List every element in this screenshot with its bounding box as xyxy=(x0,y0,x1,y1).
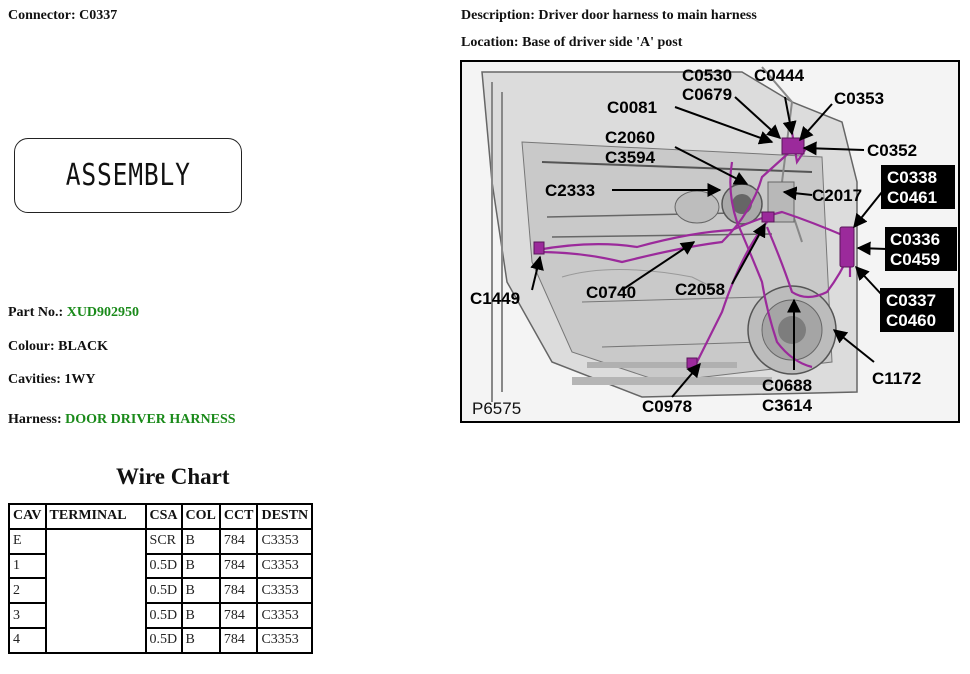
door-harness-diagram: C0530 C0679 C0444 C0353 C0081 C2060 C359… xyxy=(460,60,960,423)
cell-cav: 2 xyxy=(8,577,47,605)
cell-terminal xyxy=(44,527,147,654)
callout-c0336[interactable]: C0336 xyxy=(890,230,940,249)
callout-c2058[interactable]: C2058 xyxy=(675,280,725,299)
cavities-label: Cavities: xyxy=(8,372,61,387)
callout-c1172[interactable]: C1172 xyxy=(872,369,921,388)
cell-csa: 0.5D xyxy=(144,577,183,605)
callout-c0740[interactable]: C0740 xyxy=(586,283,636,302)
callout-c0530[interactable]: C0530 xyxy=(682,66,732,85)
cell-cav: E xyxy=(8,527,47,555)
part-no-link[interactable]: XUD902950 xyxy=(66,305,140,320)
table-row: 2 0.5D B 784 C3353 xyxy=(8,577,314,605)
callout-c0688[interactable]: C0688 xyxy=(762,376,812,395)
assembly-image-text: ASSEMBLY xyxy=(65,158,191,193)
table-row: 1 0.5D B 784 C3353 xyxy=(8,552,314,580)
harness-line: Harness: DOOR DRIVER HARNESS xyxy=(8,412,236,428)
part-no-label: Part No.: xyxy=(8,305,64,320)
location-label: Location: xyxy=(461,35,519,50)
cell-col: B xyxy=(180,552,221,580)
table-header-row: CAV TERMINAL CSA COL CCT DESTN xyxy=(8,503,314,530)
callout-c3614[interactable]: C3614 xyxy=(762,396,813,415)
connector-value: C0337 xyxy=(79,8,118,23)
harness-label: Harness: xyxy=(8,412,62,427)
cell-col: B xyxy=(180,602,221,629)
column-header-destn: DESTN xyxy=(256,503,314,530)
callout-c0353[interactable]: C0353 xyxy=(834,89,884,108)
callout-c1449[interactable]: C1449 xyxy=(470,289,520,308)
table-row: 3 0.5D B 784 C3353 xyxy=(8,602,314,629)
cell-csa: 0.5D xyxy=(144,552,183,580)
callout-c0978[interactable]: C0978 xyxy=(642,397,692,416)
column-header-cav: CAV xyxy=(8,503,47,530)
cell-cct: 784 xyxy=(218,552,259,580)
callout-c0444[interactable]: C0444 xyxy=(754,66,805,85)
cell-csa: 0.5D xyxy=(144,602,183,629)
wire-chart-title: Wire Chart xyxy=(116,464,230,489)
table-row: E SCR B 784 C3353 xyxy=(8,527,314,654)
cell-col: B xyxy=(180,577,221,605)
callout-c0459[interactable]: C0459 xyxy=(890,250,940,269)
cell-cct: 784 xyxy=(218,527,259,555)
cell-cav: 3 xyxy=(8,602,47,629)
colour-value: BLACK xyxy=(58,339,108,354)
description-line: Description: Driver door harness to main… xyxy=(461,8,757,24)
callout-box-c0337-c0460 xyxy=(880,288,954,332)
cell-cct: 784 xyxy=(218,626,259,654)
cell-destn[interactable]: C3353 xyxy=(256,602,314,629)
callout-c2333[interactable]: C2333 xyxy=(545,181,595,200)
callout-c0679[interactable]: C0679 xyxy=(682,85,732,104)
image-number: P6575 xyxy=(472,399,521,418)
cell-col: B xyxy=(180,626,221,654)
callout-box-c0338-c0461 xyxy=(881,165,955,209)
callout-c3594[interactable]: C3594 xyxy=(605,148,656,167)
table-row: 4 0.5D B 784 C3353 xyxy=(8,626,314,654)
callout-c0352[interactable]: C0352 xyxy=(867,141,917,160)
column-header-col: COL xyxy=(180,503,221,530)
callout-c0460[interactable]: C0460 xyxy=(886,311,936,330)
cell-destn[interactable]: C3353 xyxy=(256,552,314,580)
callout-c0461[interactable]: C0461 xyxy=(887,188,937,207)
cell-cct: 784 xyxy=(218,602,259,629)
column-header-cct: CCT xyxy=(218,503,259,530)
callout-c2017[interactable]: C2017 xyxy=(812,186,862,205)
cavities-line: Cavities: 1WY xyxy=(8,372,96,388)
door-panel-artwork xyxy=(481,66,858,402)
cell-cav: 1 xyxy=(8,552,47,580)
callout-box-c0336-c0459 xyxy=(885,227,957,271)
location-value: Base of driver side 'A' post xyxy=(522,35,683,50)
cell-destn[interactable]: C3353 xyxy=(256,577,314,605)
wire-chart-table: CAV TERMINAL CSA COL CCT DESTN E SCR B 7… xyxy=(8,503,314,654)
cell-cav: 4 xyxy=(8,626,47,654)
wiring-harness xyxy=(536,131,852,373)
cell-cct: 784 xyxy=(218,577,259,605)
description-label: Description: xyxy=(461,8,535,23)
cavities-value: 1WY xyxy=(64,372,96,387)
column-header-terminal: TERMINAL xyxy=(44,503,147,530)
callout-c0081[interactable]: C0081 xyxy=(607,98,657,117)
callout-labels: C0530 C0679 C0444 C0353 C0081 C2060 C359… xyxy=(470,66,957,418)
column-header-csa: CSA xyxy=(144,503,183,530)
assembly-image: ASSEMBLY xyxy=(14,138,242,213)
harness-link[interactable]: DOOR DRIVER HARNESS xyxy=(65,412,236,427)
callout-c0338[interactable]: C0338 xyxy=(887,168,937,187)
cell-destn[interactable]: C3353 xyxy=(256,527,314,555)
colour-label: Colour: xyxy=(8,339,55,354)
leader-arrows xyxy=(530,96,888,398)
connector-label: Connector: xyxy=(8,8,76,23)
cell-col: B xyxy=(180,527,221,555)
callout-c0337[interactable]: C0337 xyxy=(886,291,936,310)
cell-csa: 0.5D xyxy=(144,626,183,654)
cell-csa: SCR xyxy=(144,527,183,555)
connector-line: Connector: C0337 xyxy=(8,8,117,24)
part-no-line: Part No.: XUD902950 xyxy=(8,305,139,321)
colour-line: Colour: BLACK xyxy=(8,339,108,355)
cell-destn[interactable]: C3353 xyxy=(256,626,314,654)
callout-c2060[interactable]: C2060 xyxy=(605,128,655,147)
diagram-illustration: C0530 C0679 C0444 C0353 C0081 C2060 C359… xyxy=(470,66,957,418)
location-line: Location: Base of driver side 'A' post xyxy=(461,35,682,51)
description-value: Driver door harness to main harness xyxy=(538,8,757,23)
